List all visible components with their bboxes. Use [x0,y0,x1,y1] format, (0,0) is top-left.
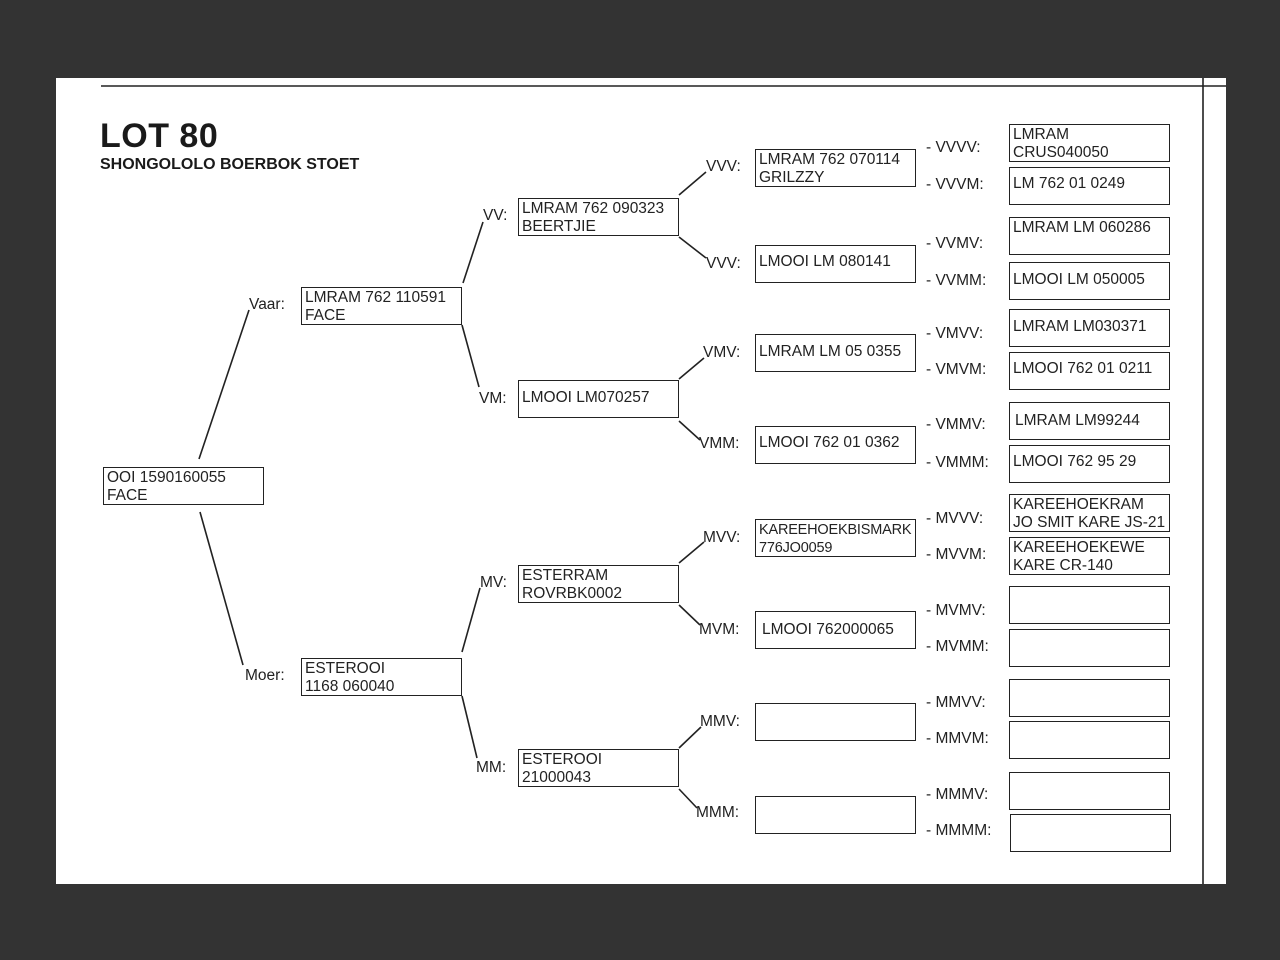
vvvv-line2: CRUS040050 [1013,144,1109,161]
vvvm-box: LM 762 01 0249 [1009,167,1170,205]
mvm-box: LMOOI 762000065 [755,611,916,649]
vv-line2: BEERTJIE [522,218,596,235]
vvm-box: LMOOI LM 080141 [755,245,916,283]
mmmv-label: - MMMV: [926,786,989,803]
animal-box: OOI 1590160055 FACE [103,467,264,505]
vvmv-label: - VVMV: [926,235,984,252]
mmvv-box [1009,679,1170,717]
vaar-label: Vaar: [249,296,285,313]
vmvv-box: LMRAM LM030371 [1009,309,1170,347]
mmv-label: MMV: [700,713,740,730]
mvmm-label: - MVMM: [926,638,989,655]
vvm-line1: LMOOI LM 080141 [759,253,891,270]
vaar-box: LMRAM 762 110591 FACE [301,287,462,325]
mvvv-line1: KAREEHOEKRAM [1013,496,1144,513]
vmv-line1: LMRAM LM 05 0355 [759,343,902,360]
moer-label: Moer: [245,667,285,684]
vmvv-label: - VMVV: [926,325,984,342]
mvmv-box [1009,586,1170,624]
vm-label: VM: [479,390,507,407]
vmmv-line1: LMRAM LM99244 [1015,412,1140,429]
mmvm-label: - MMVM: [926,730,989,747]
mv-box: ESTERRAM ROVRBK0002 [518,565,679,603]
vmm-label: VMM: [699,435,740,452]
vmm-line1: LMOOI 762 01 0362 [759,434,900,451]
mvvm-box: KAREEHOEKEWE KARE CR-140 [1009,537,1170,575]
vmmv-label: - VMMV: [926,416,986,433]
vaar-line1: LMRAM 762 110591 [305,289,447,306]
lot-number: LOT 80 [100,117,219,155]
mvv-box: KAREEHOEKBISMARK 776JO0059 [755,519,916,557]
mmmv-box [1009,772,1170,810]
vvvv-line1: LMRAM [1013,126,1069,143]
mmvm-box [1009,721,1170,759]
vaar-line2: FACE [305,307,346,324]
mm-box: ESTEROOI 21000043 [518,749,679,787]
vvmv-line1: LMRAM LM 060286 [1013,219,1151,236]
mvvm-line1: KAREEHOEKEWE [1013,539,1145,556]
vvv-line1: LMRAM 762 070114 [759,151,901,168]
vvvm-line1: LM 762 01 0249 [1013,175,1126,192]
mv-line1: ESTERRAM [522,567,609,584]
vmmm-label: - VMMM: [926,454,989,471]
vvmm-line1: LMOOI LM 050005 [1013,271,1145,288]
mmm-label: MMM: [696,804,740,821]
vmmv-box: LMRAM LM99244 [1009,402,1170,440]
vvv-box: LMRAM 762 070114 GRILZZY [755,149,916,187]
mmmm-box [1010,814,1171,852]
mvv-label: MVV: [703,529,741,546]
mm-line1: ESTEROOI [522,751,603,768]
mmmm-label: - MMMM: [926,822,992,839]
moer-line1: ESTEROOI [305,660,386,677]
vmmm-line1: LMOOI 762 95 29 [1013,453,1137,470]
mvv-line1: KAREEHOEKBISMARK [759,522,912,538]
mvvm-label: - MVVM: [926,546,987,563]
vvm-label: VVV: [706,255,741,272]
moer-line2: 1168 060040 [305,678,395,695]
vvvv-label: - VVVV: [926,139,981,156]
mm-label: MM: [476,759,507,776]
animal-line2: FACE [107,487,148,504]
mvmm-box [1009,629,1170,667]
mmv-box [755,703,916,741]
mvvv-line2: JO SMIT KARE JS-21 [1013,514,1166,531]
breeder-name: SHONGOLOLO BOERBOK STOET [100,156,360,173]
moer-box: ESTEROOI 1168 060040 [301,658,462,696]
vvv-line2: GRILZZY [759,169,825,186]
vmvm-box: LMOOI 762 01 0211 [1009,352,1170,390]
vv-label: VV: [483,207,508,224]
vmv-box: LMRAM LM 05 0355 [755,334,916,372]
vmvm-label: - VMVM: [926,361,987,378]
vmvm-line1: LMOOI 762 01 0211 [1013,360,1153,377]
mvvm-line2: KARE CR-140 [1013,557,1113,574]
vvvm-label: - VVVM: [926,176,984,193]
mv-line2: ROVRBK0002 [522,585,622,602]
vvmm-box: LMOOI LM 050005 [1009,262,1170,300]
vmm-box: LMOOI 762 01 0362 [755,426,916,464]
mv-label: MV: [480,574,507,591]
mvm-line1: LMOOI 762000065 [762,621,894,638]
vvmm-label: - VVMM: [926,272,987,289]
vmmm-box: LMOOI 762 95 29 [1009,445,1170,483]
mvv-line2: 776JO0059 [759,540,833,556]
mvvv-box: KAREEHOEKRAM JO SMIT KARE JS-21 [1009,494,1170,532]
vm-box: LMOOI LM070257 [518,380,679,418]
vv-box: LMRAM 762 090323 BEERTJIE [518,198,679,236]
mmm-box [755,796,916,834]
mvvv-label: - MVVV: [926,510,984,527]
animal-line1: OOI 1590160055 [107,469,226,486]
vmvv-line1: LMRAM LM030371 [1013,318,1147,335]
vmv-label: VMV: [703,344,741,361]
vvv-label: VVV: [706,158,741,175]
mm-line2: 21000043 [522,769,591,786]
mvmv-label: - MVMV: [926,602,986,619]
vvmv-box: LMRAM LM 060286 [1009,217,1170,255]
mvm-label: MVM: [699,621,740,638]
vv-line1: LMRAM 762 090323 [522,200,665,217]
vm-line1: LMOOI LM070257 [522,389,650,406]
vvvv-box: LMRAM CRUS040050 [1009,124,1170,162]
mmvv-label: - MMVV: [926,694,986,711]
